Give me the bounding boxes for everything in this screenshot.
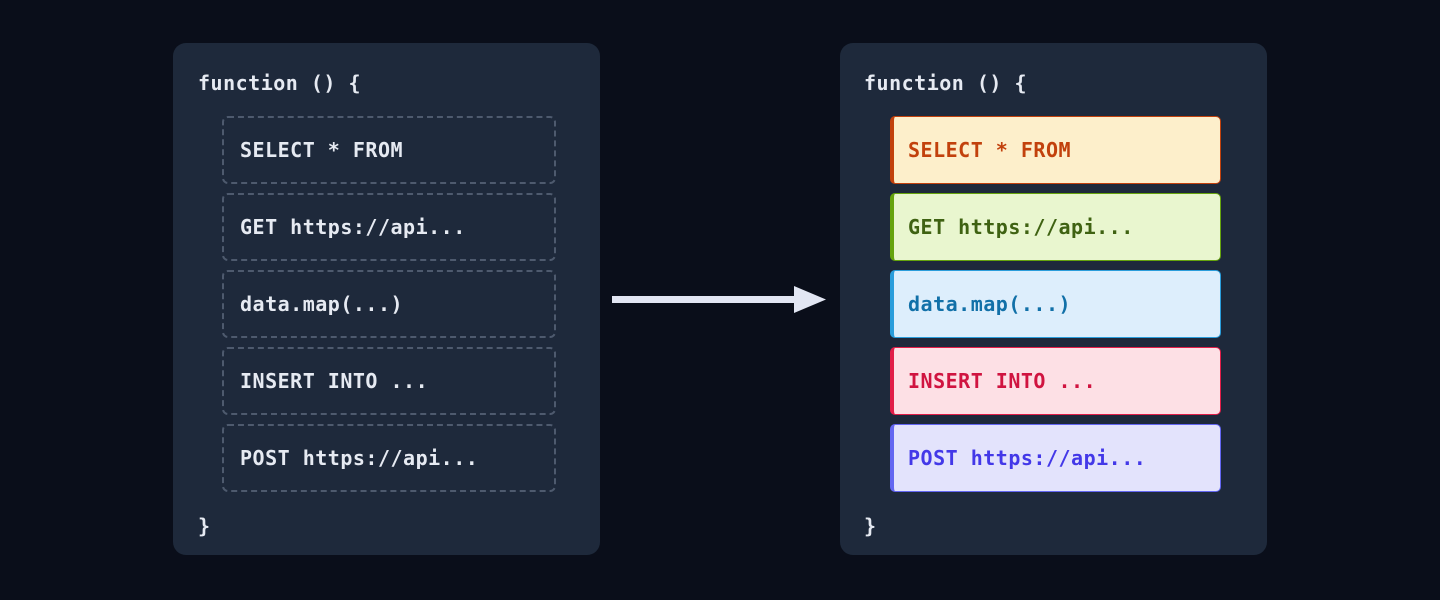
after-panel: function () { SELECT * FROM GET https://… xyxy=(840,43,1267,555)
statement-text: data.map(...) xyxy=(908,292,1072,316)
statement-text: SELECT * FROM xyxy=(240,138,404,162)
after-statement-list: SELECT * FROM GET https://api... data.ma… xyxy=(840,116,1267,492)
statement-text: INSERT INTO ... xyxy=(908,369,1097,393)
statement-text: GET https://api... xyxy=(240,215,466,239)
statement-text: POST https://api... xyxy=(240,446,479,470)
statement-row[interactable]: GET https://api... xyxy=(222,193,556,261)
statement-row-highlighted[interactable]: GET https://api... xyxy=(890,193,1221,261)
statement-text: INSERT INTO ... xyxy=(240,369,429,393)
statement-row[interactable]: SELECT * FROM xyxy=(222,116,556,184)
after-function-open: function () { xyxy=(864,71,1028,95)
statement-text: GET https://api... xyxy=(908,215,1134,239)
after-function-close: } xyxy=(864,514,877,538)
before-function-open: function () { xyxy=(198,71,362,95)
statement-row[interactable]: INSERT INTO ... xyxy=(222,347,556,415)
statement-text: POST https://api... xyxy=(908,446,1147,470)
statement-row-highlighted[interactable]: SELECT * FROM xyxy=(890,116,1221,184)
before-panel: function () { SELECT * FROM GET https://… xyxy=(173,43,600,555)
arrow-right-icon xyxy=(612,286,826,313)
statement-row-highlighted[interactable]: POST https://api... xyxy=(890,424,1221,492)
statement-text: data.map(...) xyxy=(240,292,404,316)
transform-arrow xyxy=(612,281,827,319)
before-statement-list: SELECT * FROM GET https://api... data.ma… xyxy=(173,116,600,492)
statement-row-highlighted[interactable]: INSERT INTO ... xyxy=(890,347,1221,415)
statement-text: SELECT * FROM xyxy=(908,138,1072,162)
statement-row-highlighted[interactable]: data.map(...) xyxy=(890,270,1221,338)
statement-row[interactable]: data.map(...) xyxy=(222,270,556,338)
before-function-close: } xyxy=(198,514,211,538)
statement-row[interactable]: POST https://api... xyxy=(222,424,556,492)
